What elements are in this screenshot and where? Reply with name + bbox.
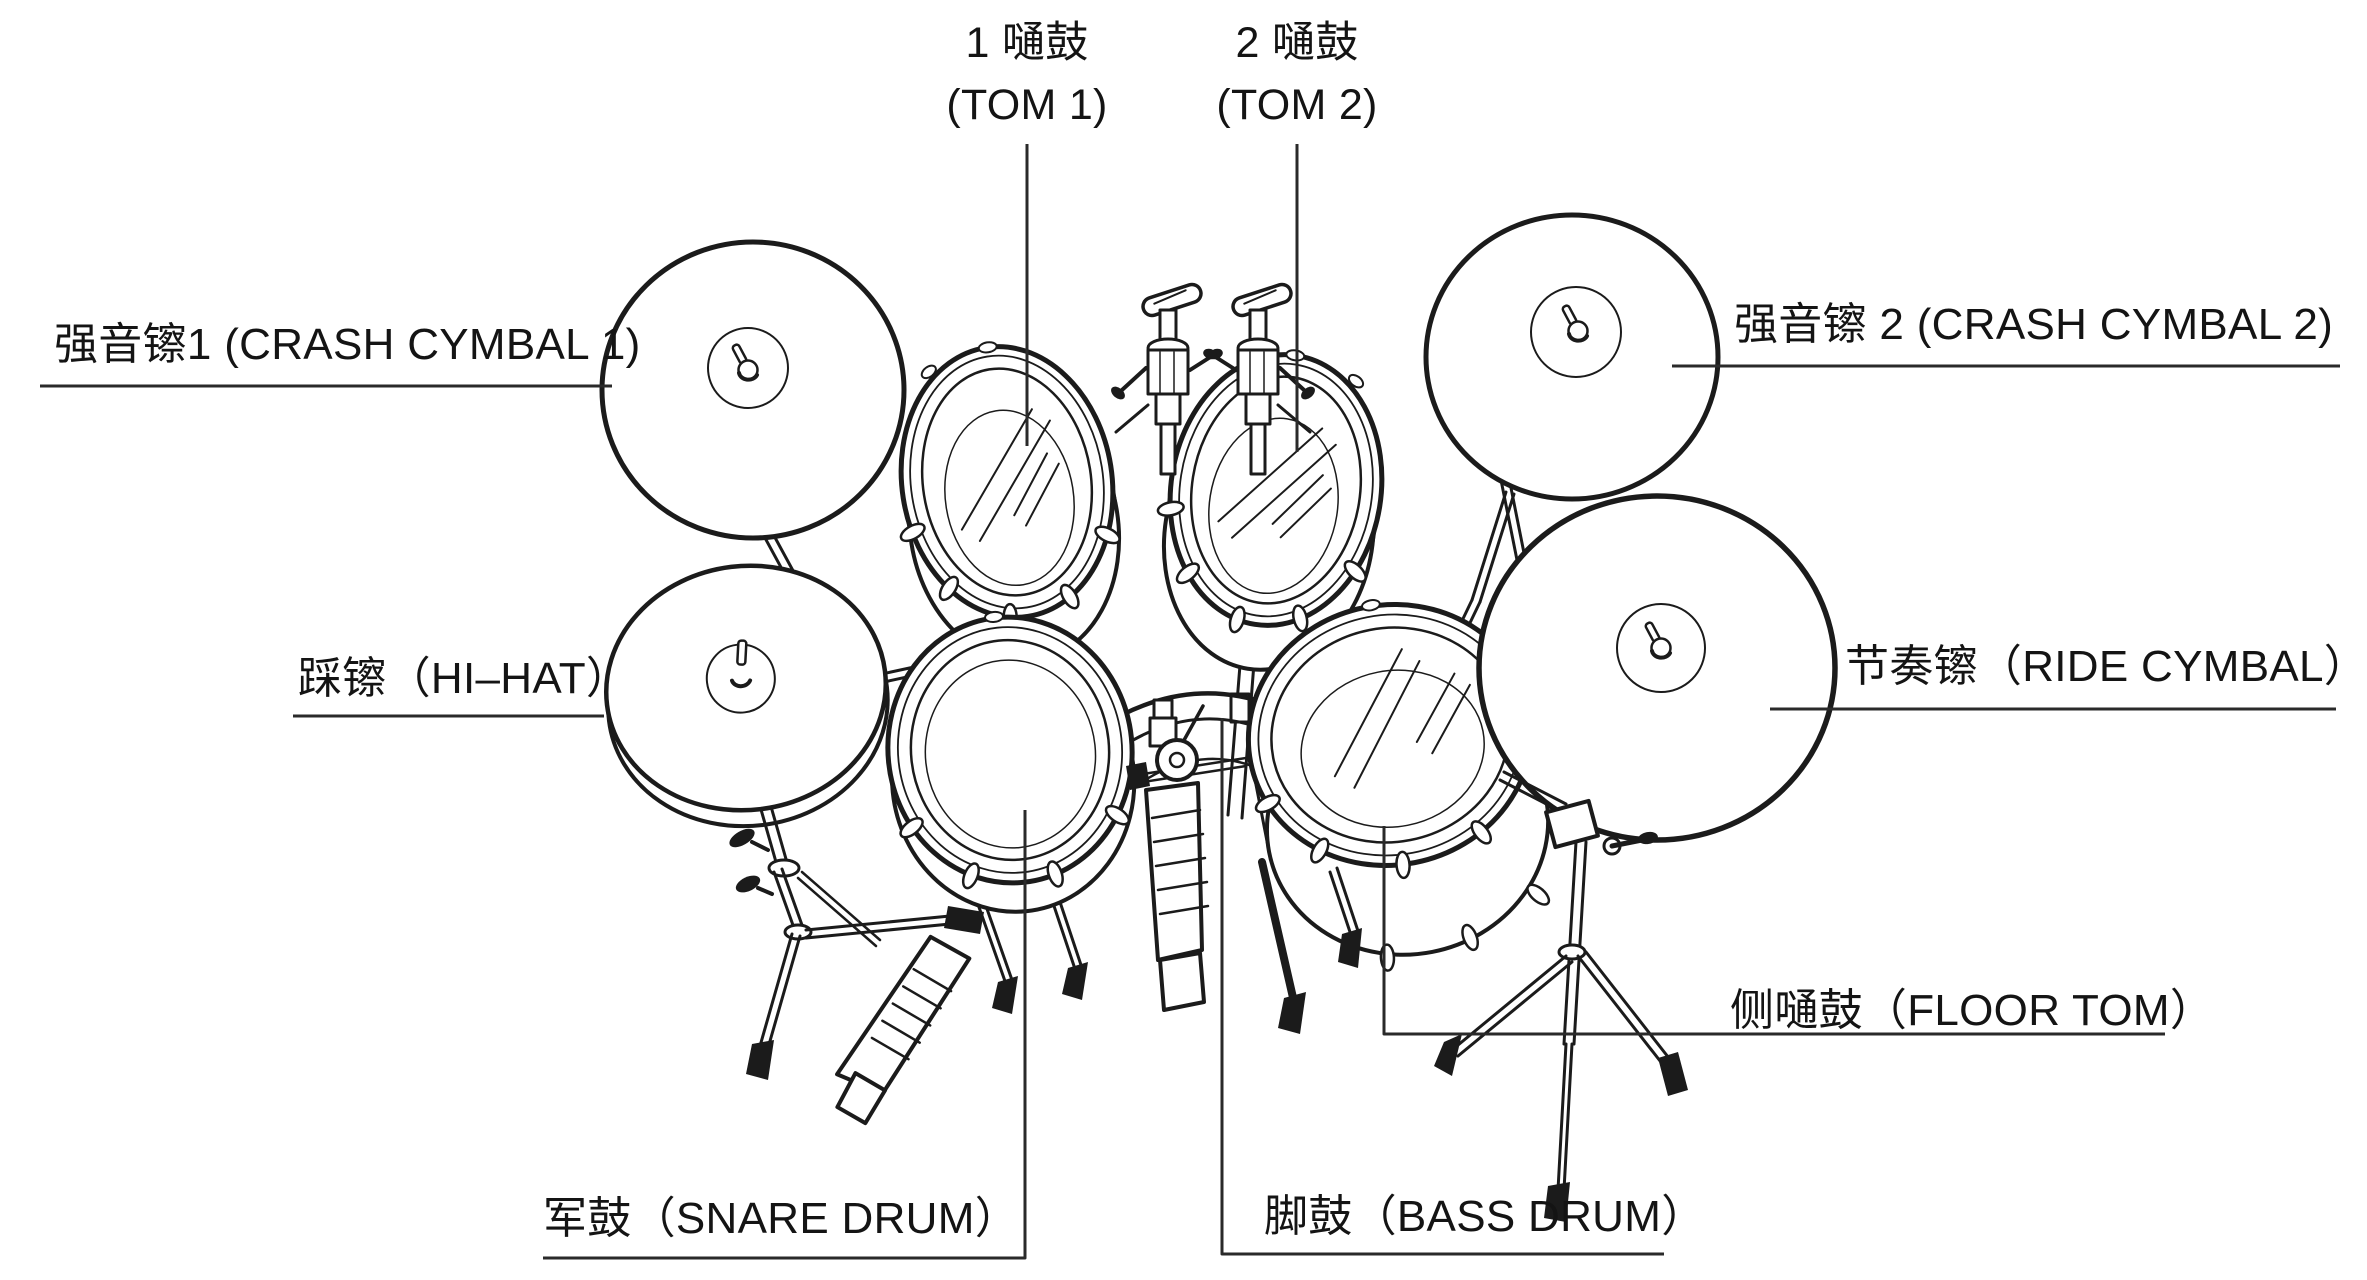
hi-hat-stand	[729, 787, 984, 1126]
crash-cymbal-2-shape	[1423, 212, 1721, 502]
hi-hat-shape	[604, 563, 890, 829]
label-tom2: 2 嗵鼓 (TOM 2)	[1216, 12, 1377, 136]
label-tom2-en: (TOM 2)	[1216, 81, 1378, 129]
snare-drum-shape	[885, 610, 1137, 914]
label-tom1-en: (TOM 1)	[946, 81, 1108, 129]
tom2-shape	[1155, 349, 1385, 672]
ride-cymbal-shape	[1476, 493, 1838, 843]
label-floor-tom: 侧嗵鼓（FLOOR TOM）	[1730, 986, 2215, 1035]
label-tom1: 1 嗵鼓 (TOM 1)	[946, 12, 1107, 136]
callout-line-snare	[543, 810, 1027, 1260]
label-ride-cymbal: 节奏镲（RIDE CYMBAL）	[1845, 642, 2367, 691]
callout-line-floor-tom	[1382, 826, 2165, 1036]
label-snare-drum: 军鼓（SNARE DRUM）	[543, 1194, 1019, 1243]
bass-pedal	[1126, 698, 1248, 1012]
label-hi-hat: 踩镲（HI–HAT）	[298, 654, 631, 703]
tom1-shape	[896, 341, 1124, 664]
floor-tom-legs	[1258, 858, 1362, 1034]
label-crash-cymbal-2: 强音镲 2 (CRASH CYMBAL 2)	[1734, 300, 2334, 349]
callout-line-bass	[1220, 718, 1664, 1256]
label-crash-cymbal-1: 强音镲1 (CRASH CYMBAL 1)	[54, 320, 641, 369]
label-tom1-zh: 1 嗵鼓	[965, 19, 1089, 67]
crash-cymbal-1-shape	[599, 239, 907, 541]
label-tom2-zh: 2 嗵鼓	[1235, 19, 1359, 67]
label-bass-drum: 脚鼓（BASS DRUM）	[1264, 1192, 1706, 1241]
tom-mount-posts	[1111, 282, 1315, 476]
callout-lines	[40, 144, 2340, 1260]
